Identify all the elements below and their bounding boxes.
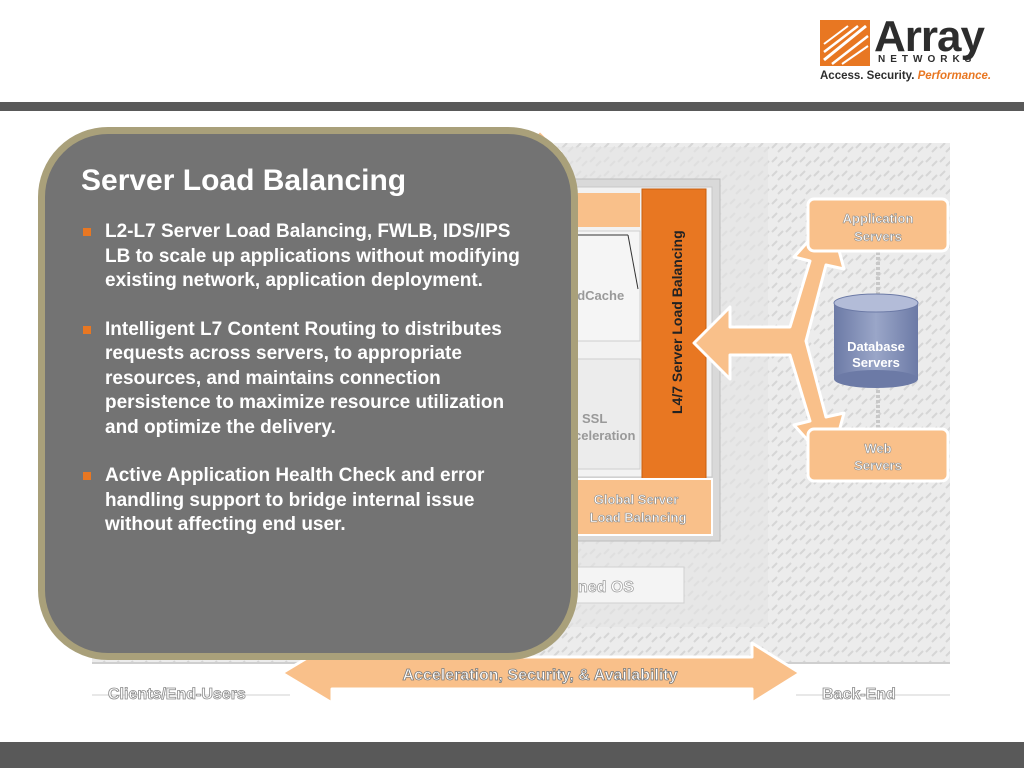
slb-bar (641, 188, 707, 480)
three-way-arrow (692, 215, 846, 467)
feature-bullet-3: Active Application Health Check and erro… (81, 464, 531, 538)
app-servers-label-2: Servers (854, 229, 902, 244)
footer-bar (0, 742, 1024, 768)
array-logo-mark-icon (820, 20, 870, 66)
db-servers-label-1: Database (847, 339, 905, 354)
pointer-line-2 (627, 234, 639, 290)
arrow-label: Acceleration, Security, & Availability (402, 667, 677, 684)
logo-networks: NETWORKS (878, 54, 977, 65)
array-networks-logo: Array NETWORKS Access. Security. Perform… (818, 12, 1008, 90)
web-servers-box (806, 427, 950, 483)
backend-label: Back-End (822, 686, 896, 703)
gslb-label-2: Load Balancing (590, 510, 687, 525)
gslb-label-1: Global Server (594, 492, 679, 507)
feature-list: L2-L7 Server Load Balancing, FWLB, IDS/I… (81, 220, 531, 538)
cache-label: edCache (570, 288, 624, 303)
tagline-main: Access. Security. (820, 70, 918, 82)
app-servers-label-1: Application (843, 211, 914, 226)
server-load-balancing-card: Server Load Balancing L2-L7 Server Load … (38, 127, 578, 660)
clients-label: Clients/End-Users (108, 686, 246, 703)
web-servers-label-2: Servers (854, 458, 902, 473)
slide-header: Array NETWORKS Access. Security. Perform… (0, 0, 1024, 102)
slb-label: L4/7 Server Load Balancing (669, 230, 685, 414)
gslb-box (565, 478, 713, 536)
os-box (559, 566, 685, 604)
feature-bullet-2: Intelligent L7 Content Routing to distri… (81, 318, 531, 441)
feature-bullet-1: L2-L7 Server Load Balancing, FWLB, IDS/I… (81, 220, 531, 294)
tagline-accent: Performance. (917, 70, 992, 82)
database-icon (833, 293, 919, 388)
header-divider (0, 102, 1024, 111)
os-label: ned OS (578, 579, 634, 596)
web-servers-label-1: Web (864, 441, 891, 456)
ssl-label-1: SSL (582, 411, 607, 426)
app-servers-box (806, 197, 950, 253)
card-title: Server Load Balancing (81, 164, 407, 197)
logo-wordmark: Array (874, 12, 985, 61)
ssl-label-2: celeration (574, 428, 635, 443)
logo-tagline: Access. Security. Performance. (820, 70, 991, 82)
db-servers-label-2: Servers (852, 355, 900, 370)
